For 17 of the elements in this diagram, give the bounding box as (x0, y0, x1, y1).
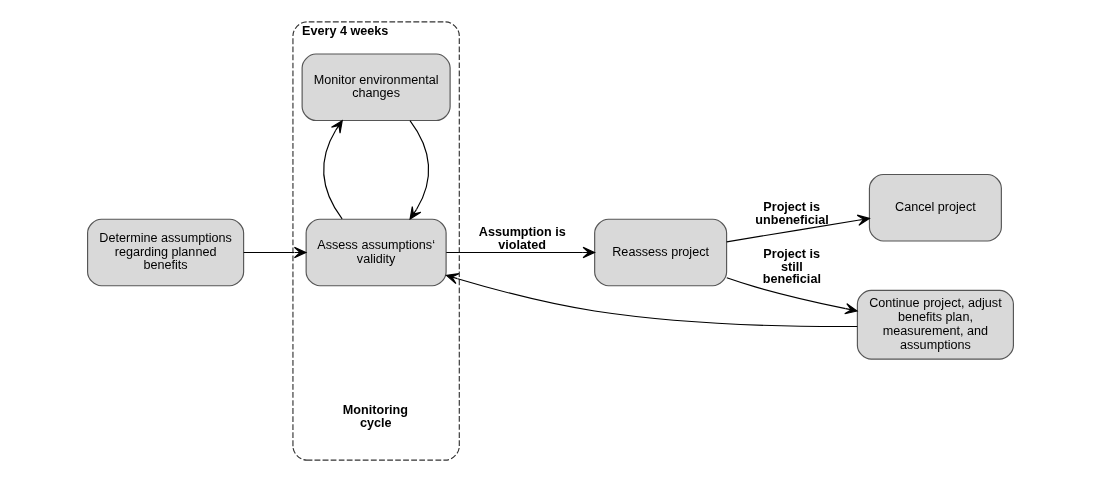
arrow (445, 273, 858, 328)
node-box: Cancel project (868, 173, 1002, 242)
node-box: Monitor environmental changes (301, 53, 451, 122)
node-box: Assess assumptions‘ validity (305, 218, 447, 287)
label: Monitoring cycle (342, 403, 408, 430)
arrow (243, 246, 307, 259)
edge-label: Project is unbeneficial (755, 199, 829, 227)
arrow (726, 277, 858, 315)
arrow (409, 120, 430, 220)
node-box: Determine assumptions regarding planned benefits (87, 218, 245, 287)
arrow (323, 120, 343, 220)
edge-label: Assumption is violated (478, 225, 566, 252)
arrow (445, 246, 596, 259)
arrow (726, 214, 870, 243)
node-box: Reassess project (594, 218, 728, 287)
node-box: Continue project, adjust benefits plan, measurement, and assumptions (856, 289, 1014, 360)
edge-label: Project is still beneficial (762, 246, 821, 287)
